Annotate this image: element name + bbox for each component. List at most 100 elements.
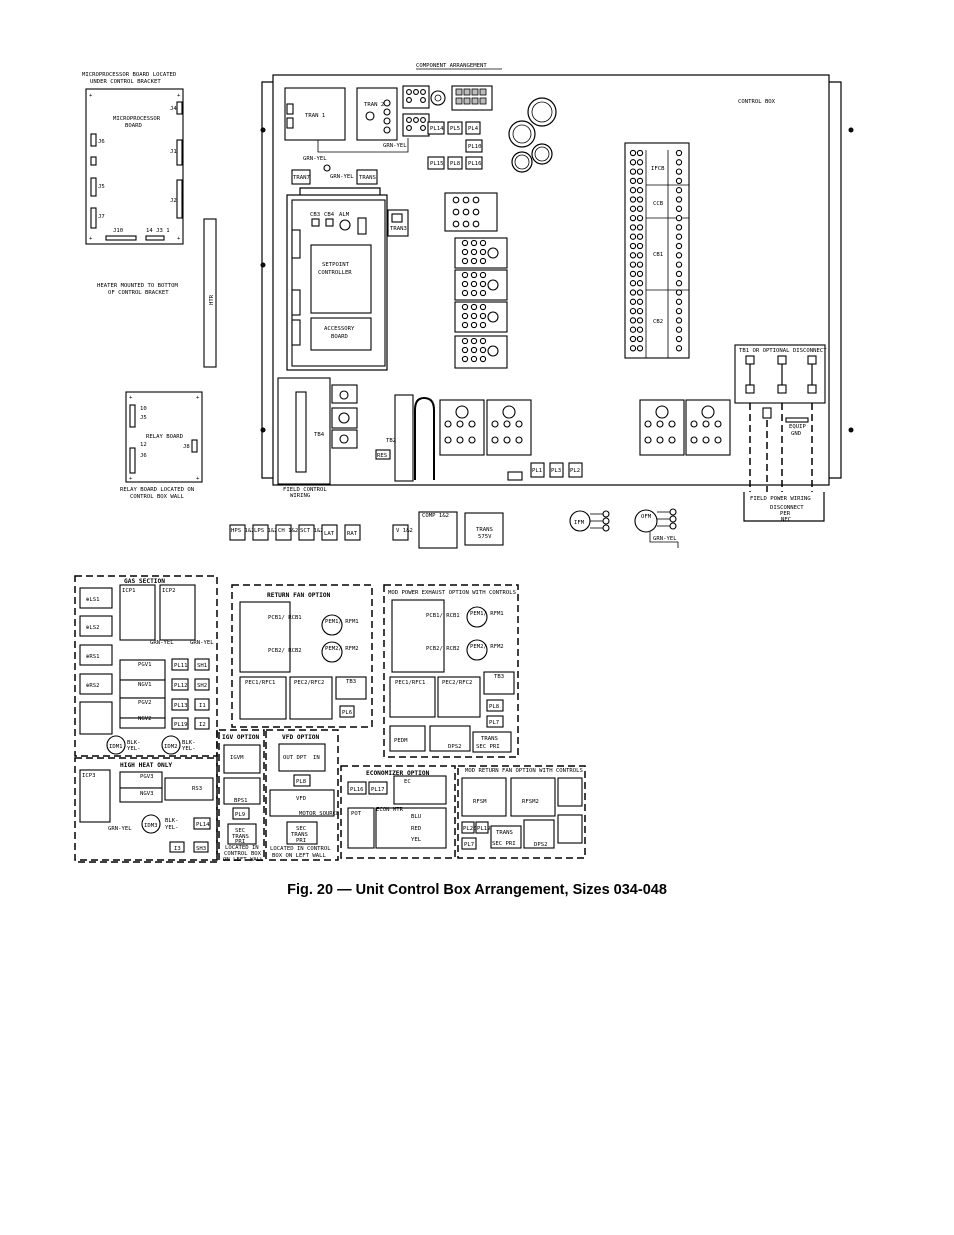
- svg-text:RS3: RS3: [192, 786, 202, 792]
- terminal-dot: [472, 220, 480, 228]
- terminal-dot: [470, 248, 478, 256]
- svg-text:ON LEFT WALL: ON LEFT WALL: [223, 857, 264, 863]
- svg-text:EQUIP: EQUIP: [789, 424, 806, 430]
- circuit-breaker-strip: IFCB CCB CB1 CB2: [624, 142, 690, 359]
- svg-text:⊕RS2: ⊕RS2: [86, 683, 99, 689]
- svg-text:PRI: PRI: [235, 839, 245, 845]
- svg-text:PL16: PL16: [350, 787, 363, 793]
- terminal-dot: [470, 337, 478, 345]
- cb4-label: CB4: [324, 212, 335, 218]
- svg-text:SH1: SH1: [197, 663, 207, 669]
- svg-text:HIGH HEAT ONLY: HIGH HEAT ONLY: [120, 762, 172, 769]
- svg-text:PL8: PL8: [450, 161, 461, 167]
- terminal-dot: [702, 436, 710, 444]
- contactors-left: [439, 399, 731, 456]
- svg-text:RAT: RAT: [347, 531, 358, 537]
- terminal-dot: [479, 239, 487, 247]
- terminal-dot: [644, 436, 652, 444]
- svg-text:PCB1/ RCB1: PCB1/ RCB1: [268, 615, 302, 621]
- svg-text:PL14: PL14: [430, 126, 444, 132]
- svg-text:TB4: TB4: [314, 432, 325, 438]
- sensor-row: HPS 1&2 LPS 1&2 CH 1&2 SCT 1&2 LAT RAT V…: [229, 524, 413, 541]
- trans-575v: TRANS 575V: [464, 512, 504, 546]
- terminal-dot: [470, 321, 478, 329]
- terminal-dot: [470, 239, 478, 247]
- tran2-label: TRAN 2: [364, 102, 384, 108]
- svg-text:J1: J1: [170, 149, 177, 155]
- terminal-dot: [470, 303, 478, 311]
- terminal-dot: [515, 420, 523, 428]
- terminal-dot: [461, 280, 469, 288]
- terminal-dot: [636, 149, 644, 157]
- cb1-label: CB1: [653, 252, 663, 258]
- terminal-dot: [714, 420, 722, 428]
- mod-return-fan-option: MOD RETURN FAN OPTION WITH CONTROLS RFSM…: [457, 765, 586, 859]
- svg-text:PRI: PRI: [296, 838, 306, 844]
- svg-text:DPS2: DPS2: [534, 842, 547, 848]
- terminal-dot: [479, 271, 487, 279]
- terminal-dot: [668, 436, 676, 444]
- vfd-option: VFD OPTION OUT DPT IN PL8 VFD MOTOR SOUR…: [265, 729, 340, 861]
- svg-text:TRANS: TRANS: [291, 832, 308, 838]
- svg-text:BLK-: BLK-: [165, 818, 178, 824]
- terminal-dot: [479, 346, 487, 354]
- svg-text:TRANS: TRANS: [496, 830, 513, 836]
- terminal-dot: [629, 224, 637, 231]
- svg-text:I3: I3: [174, 846, 181, 852]
- terminal-dot: [675, 242, 683, 250]
- terminal-dot: [462, 208, 470, 216]
- svg-text:PL17: PL17: [371, 787, 384, 793]
- terminal-dot: [702, 420, 710, 428]
- high-heat-section: HIGH HEAT ONLY ICP3 PGV3 NGV3 RS3 IDM3 B…: [74, 757, 218, 861]
- terminal-dot: [675, 317, 683, 324]
- svg-text:VFD: VFD: [296, 796, 307, 802]
- svg-text:+: +: [89, 236, 93, 242]
- svg-text:NEC: NEC: [781, 517, 791, 523]
- svg-text:LOCATED IN CONTROL: LOCATED IN CONTROL: [270, 846, 331, 852]
- terminal-dot: [675, 345, 683, 352]
- terminal-dot: [636, 345, 644, 352]
- svg-text:MOTOR SOURCE: MOTOR SOURCE: [299, 811, 340, 817]
- terminal-dot: [636, 177, 644, 185]
- terminal-dot: [470, 289, 478, 297]
- svg-text:IDM1: IDM1: [109, 744, 122, 750]
- svg-text:TB1 OR OPTIONAL DISCONNECT: TB1 OR OPTIONAL DISCONNECT: [739, 348, 827, 354]
- terminal-dot: [675, 177, 683, 185]
- terminal-dot: [452, 196, 460, 204]
- plugs-top: PL14 PL5 PL4 PL10 PL15 PL8 PL16: [427, 121, 483, 170]
- svg-text:PL8: PL8: [296, 779, 307, 785]
- svg-text:V 1&2: V 1&2: [396, 528, 413, 534]
- svg-text:ICP1: ICP1: [122, 588, 135, 594]
- terminal-dot: [479, 280, 487, 288]
- terminal-dot: [629, 261, 637, 268]
- svg-text:I1: I1: [199, 703, 206, 709]
- terminal-dot: [629, 298, 637, 305]
- grn-yel-label: GRN-YEL: [383, 143, 407, 149]
- svg-text:TRANS: TRANS: [481, 736, 498, 742]
- terminal-dot: [675, 270, 683, 278]
- svg-text:SEC: SEC: [235, 828, 245, 834]
- micro-note-1: MICROPROCESSOR BOARD LOCATED: [82, 72, 177, 78]
- terminal-dot: [675, 149, 683, 157]
- terminal-dot: [461, 312, 469, 320]
- terminal-dot: [479, 257, 487, 265]
- svg-text:VFD OPTION: VFD OPTION: [282, 734, 320, 741]
- svg-text:I2: I2: [199, 722, 206, 728]
- relay-pair-lower-left: [331, 384, 358, 449]
- svg-text:WIRING: WIRING: [290, 493, 311, 499]
- terminal-dot: [690, 420, 698, 428]
- terminal-dot: [452, 220, 460, 228]
- terminal-dot: [644, 420, 652, 428]
- svg-text:IN: IN: [313, 755, 320, 761]
- terminal-dot: [629, 289, 637, 296]
- knockout-holes: [508, 97, 557, 173]
- terminal-block-tb2: TB2 RES: [375, 394, 414, 482]
- svg-text:PL2: PL2: [570, 468, 580, 474]
- svg-text:CONTROLLER: CONTROLLER: [318, 270, 352, 276]
- svg-text:YEL-: YEL-: [165, 825, 178, 831]
- terminal-dot: [675, 261, 683, 268]
- svg-text:RED: RED: [411, 826, 422, 832]
- svg-text:TRANS: TRANS: [359, 175, 376, 181]
- svg-text:10: 10: [140, 406, 147, 412]
- terminal-dot: [462, 220, 470, 228]
